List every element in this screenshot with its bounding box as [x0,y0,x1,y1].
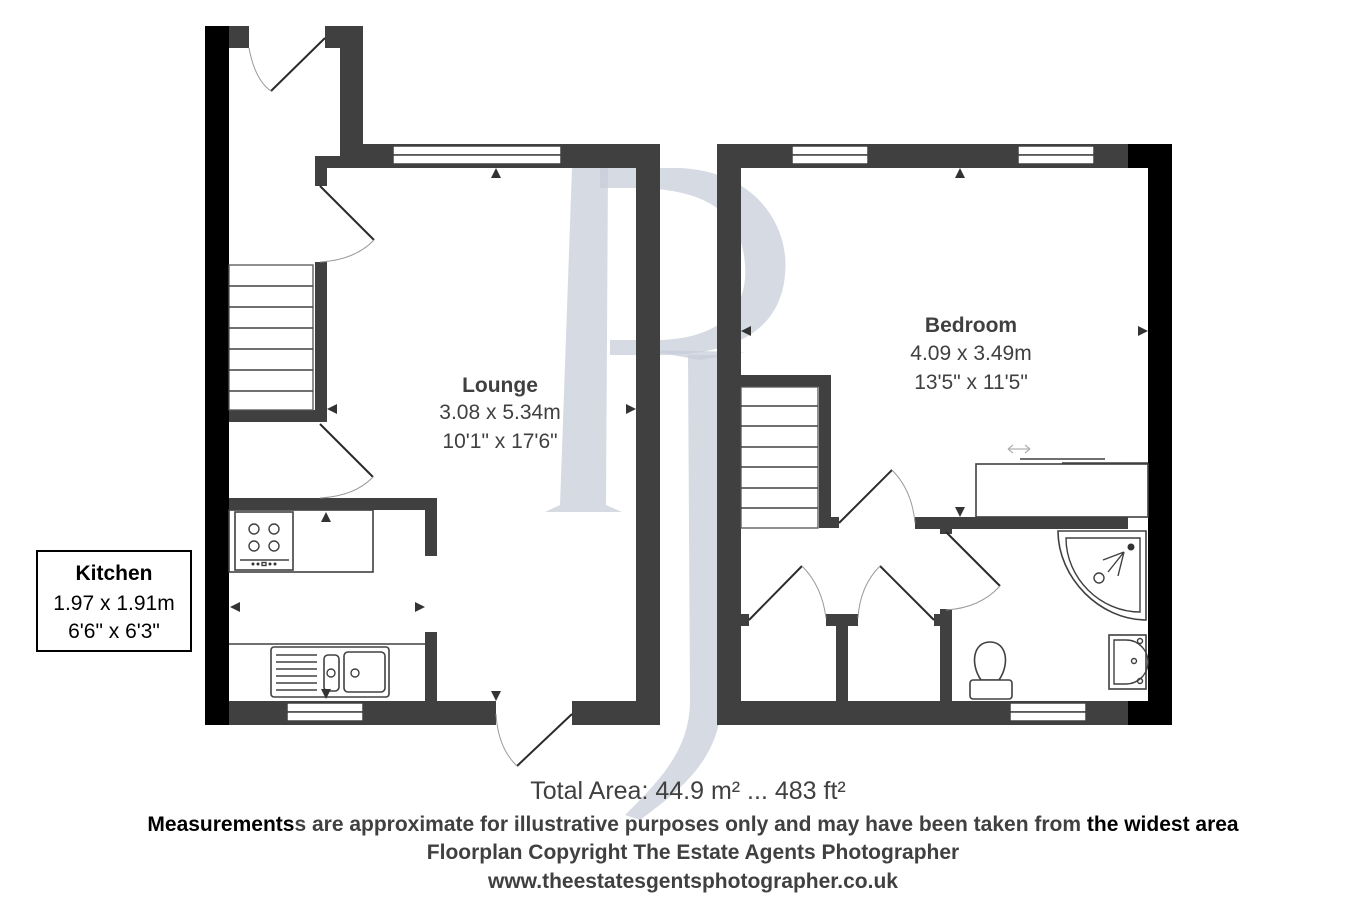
door-porch [248,37,326,92]
room-dimensions-metric: 4.09 x 3.49m [910,342,1031,365]
door-hall-upper [319,185,375,263]
disclaimer-prefix: Measurements [147,813,294,836]
door-bedroom [838,469,916,524]
staircase-right [740,386,819,529]
toilet-icon [969,641,1013,700]
room-name: Bedroom [925,314,1017,337]
sink-icon [270,646,390,698]
room-dimensions-imperial: 10'1" x 17'6" [442,430,557,453]
room-name: Kitchen [75,562,152,585]
hob-icon [234,511,294,571]
measurement-arrows-kitchen [230,512,425,699]
website-url: www.theestatesgentsphotographer.co.uk [487,870,898,893]
wardrobe [975,444,1149,518]
basin-icon [1108,634,1149,690]
door-hall-lower [319,423,374,499]
window-kitchen-bottom [286,702,364,722]
room-dimensions-metric: 1.97 x 1.91m [53,592,174,615]
window-bedroom-right [1017,145,1095,165]
disclaimer-suffix: the widest area [1087,813,1239,836]
staircase-left [228,264,314,411]
measurement-arrows-lounge [327,168,636,701]
total-area: Total Area: 44.9 m² ... 483 ft² [530,777,845,805]
door-cupboard-right [857,565,935,621]
door-cupboard-left [748,565,827,621]
disclaimer: Measurementss are approximate for illust… [147,813,1239,836]
copyright-notice: Floorplan Copyright The Estate Agents Ph… [427,841,959,864]
door-bathroom [945,531,1001,611]
room-label-bedroom: Bedroom 4.09 x 3.49m 13'5" x 11'5" [910,314,1031,394]
measurement-arrows-bedroom [741,168,1148,517]
kitchen-label-box [36,550,192,652]
room-name: Lounge [462,374,538,397]
room-label-kitchen: Kitchen 1.97 x 1.91m 6'6" x 6'3" [36,550,192,652]
door-front [495,713,573,767]
room-dimensions-metric: 3.08 x 5.34m [439,401,560,424]
shower-icon [1057,530,1147,621]
window-bedroom-left [791,145,869,165]
disclaimer-middle: s are approximate for illustrative purpo… [294,813,1086,836]
window-lounge-top [392,145,562,165]
room-label-lounge: Lounge 3.08 x 5.34m 10'1" x 17'6" [439,374,560,453]
room-dimensions-imperial: 6'6" x 6'3" [68,620,160,643]
room-dimensions-imperial: 13'5" x 11'5" [914,371,1028,394]
window-bathroom [1009,702,1087,722]
